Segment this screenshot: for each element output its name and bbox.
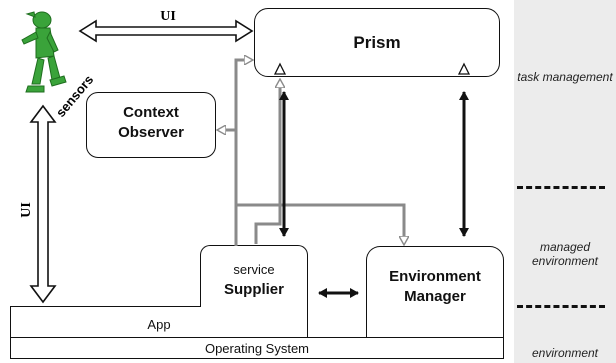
- environment-manager-box: Environment Manager: [366, 246, 504, 338]
- context-observer-box: Context Observer: [86, 92, 216, 158]
- prism-box: Prism: [254, 8, 500, 77]
- divider-bottom: [517, 305, 605, 308]
- app-bar: App: [10, 306, 308, 338]
- divider-top: [517, 186, 605, 189]
- user-figure: [21, 11, 67, 93]
- prism-port-left: [273, 62, 287, 75]
- ui-top-arrow: [78, 19, 254, 43]
- environment-manager-label: Environment Manager: [389, 268, 481, 305]
- task-management-label: task management: [517, 70, 613, 84]
- environment-label: environment: [531, 346, 599, 360]
- operating-system-bar: Operating System: [10, 337, 504, 359]
- context-observer-label: Context Observer: [118, 104, 184, 141]
- managed-environment-label: managed environment: [531, 240, 599, 268]
- service-supplier-box: service Supplier: [200, 245, 308, 307]
- prism-label: Prism: [353, 33, 401, 52]
- ui-left-arrow: [29, 104, 57, 304]
- os-label: Operating System: [204, 341, 310, 356]
- side-panel: [514, 0, 616, 363]
- prism-port-right: [457, 62, 471, 75]
- ui-left-label: UI: [19, 202, 34, 218]
- ui-top-label: UI: [160, 9, 176, 24]
- service-label: service: [233, 262, 275, 277]
- supplier-label: Supplier: [223, 281, 284, 298]
- black-connections: [279, 91, 469, 298]
- app-label: App: [147, 317, 171, 332]
- gray-connections: [218, 60, 404, 246]
